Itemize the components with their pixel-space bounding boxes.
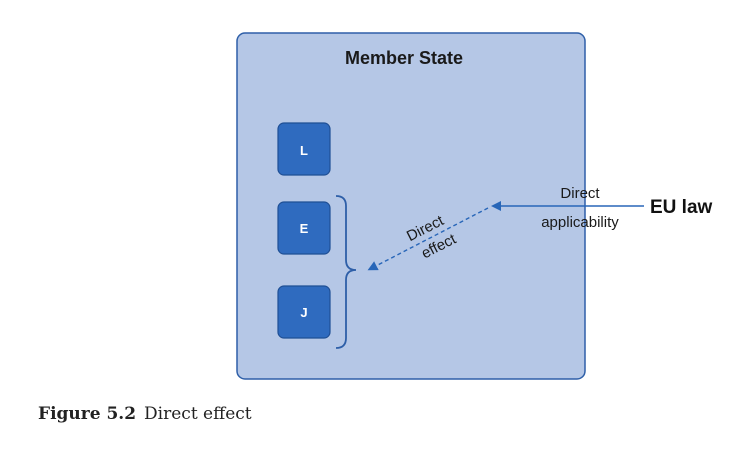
box-e-label: E [300, 221, 309, 236]
direct-effect-arrow [367, 207, 489, 271]
box-l [277, 122, 331, 176]
box-l-label: L [300, 143, 308, 158]
diagram: Member State L E J Direct applicability … [236, 32, 713, 380]
box-j-label: J [300, 305, 307, 320]
direct-applicability-label-line1: Direct [560, 185, 600, 202]
direct-applicability-label-line2: applicability [541, 214, 619, 231]
box-j [277, 285, 331, 339]
curly-brace [335, 195, 357, 349]
box-e [277, 201, 331, 255]
figure-caption: Figure 5.2 Direct effect [38, 404, 252, 424]
figure-title: Direct effect [144, 404, 252, 424]
member-state-label: Member State [345, 48, 463, 68]
eu-law-label: EU law [650, 197, 713, 218]
figure-number: Figure 5.2 [38, 404, 137, 424]
